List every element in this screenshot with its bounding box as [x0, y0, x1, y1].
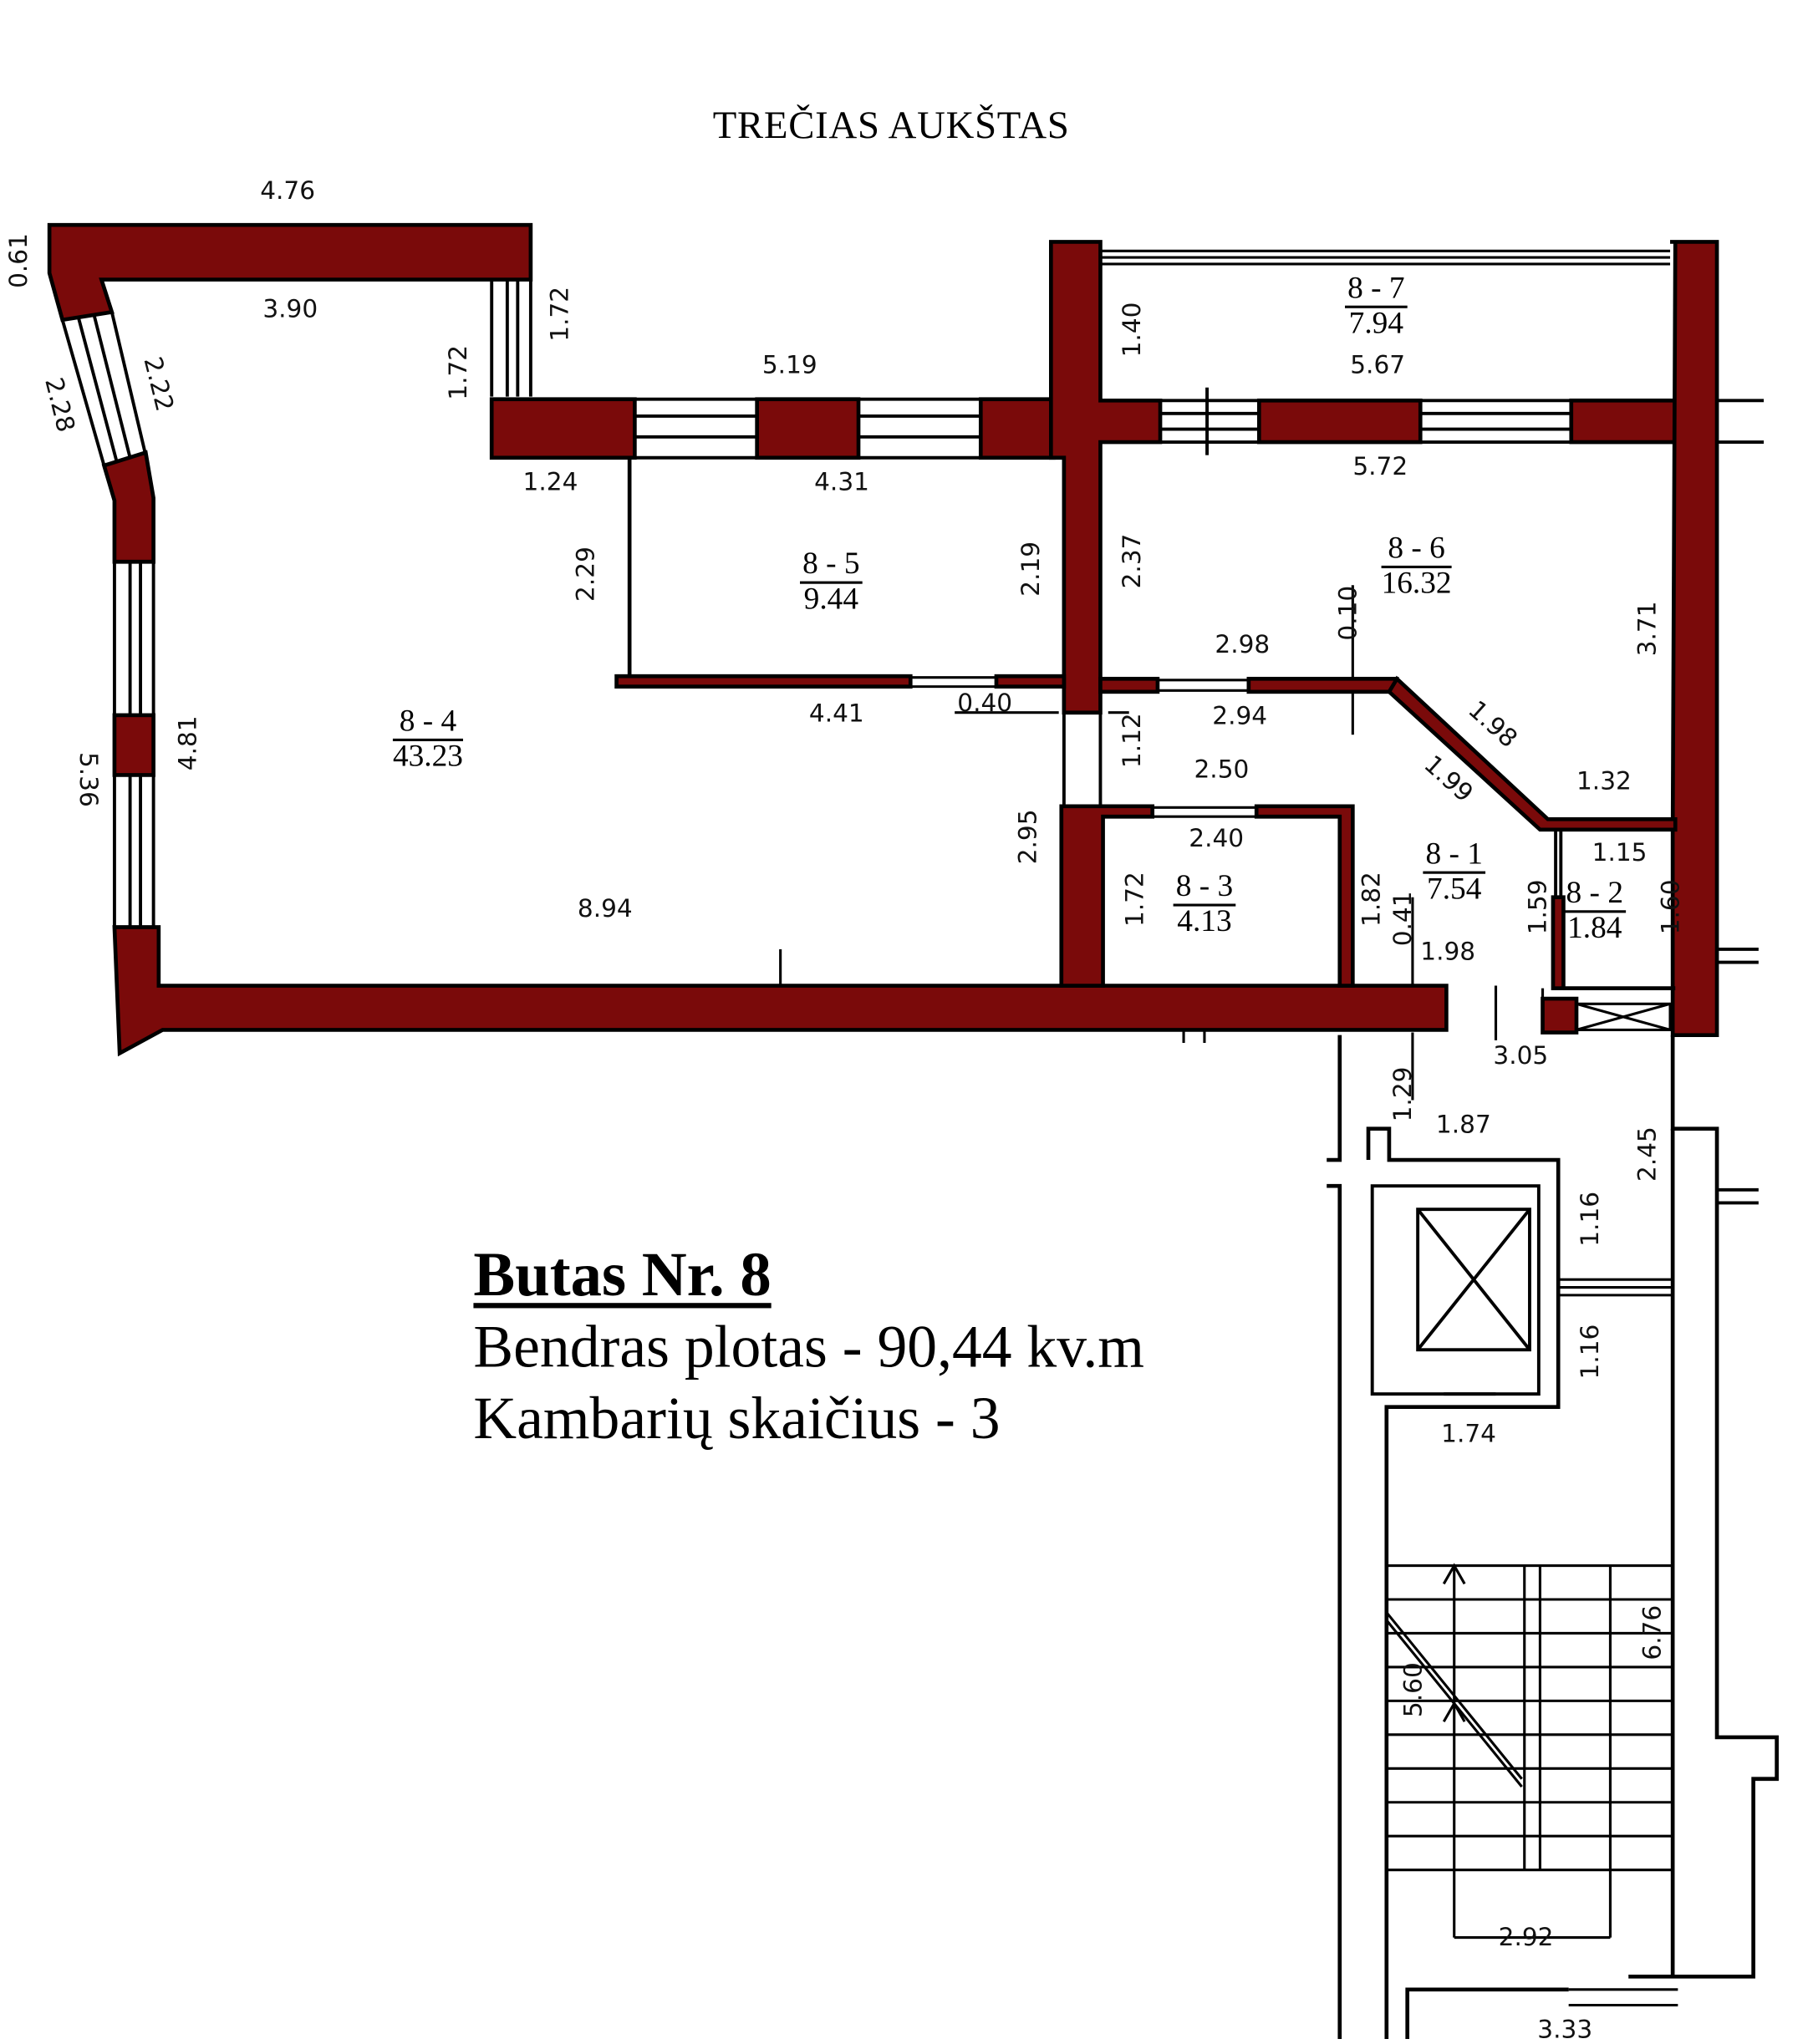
wall-room-8-3-right	[1254, 804, 1355, 988]
rooms-count: Kambarių skaičius - 3	[473, 1385, 1001, 1452]
dimension-label: 2.40	[1189, 824, 1245, 853]
dimension-label: 1.72	[444, 344, 473, 400]
dimension-label: 1.98	[1420, 937, 1476, 967]
wall-8-6-bottom-a	[1098, 676, 1160, 694]
window-room-8-6-b	[1420, 399, 1571, 445]
dimension-label: 1.24	[522, 468, 578, 497]
dimension-label: 1.40	[1118, 302, 1147, 358]
room-label-8-4: 8 - 4 43.23	[392, 704, 463, 775]
dimension-label: 2.19	[1016, 541, 1046, 597]
staircase	[1385, 1563, 1673, 1940]
room-label-8-2: 8 - 2 1.84	[1563, 877, 1627, 946]
room-label-8-5: 8 - 5 9.44	[800, 548, 863, 618]
ventilation-shaft-icon	[1575, 1002, 1672, 1031]
dimension-label: 4.41	[808, 699, 864, 729]
window-left-lower	[112, 775, 155, 928]
dimension-label: 3.05	[1493, 1041, 1549, 1070]
dimension-label: 2.92	[1498, 1923, 1554, 1952]
room-label-8-1: 8 - 1 7.54	[1423, 838, 1486, 908]
dimension-label: 1.87	[1435, 1110, 1491, 1140]
dimension-label: 4.81	[173, 715, 203, 771]
dimension-label: 2.95	[1014, 809, 1043, 865]
room-label-8-7: 8 - 7 7.94	[1345, 272, 1408, 342]
window-room-8-5-a	[634, 397, 757, 460]
dimension-label: 1.29	[1388, 1066, 1418, 1122]
wall-bottom	[112, 925, 1449, 1057]
dimension-label: 4.31	[814, 468, 869, 497]
dimension-label: 1.12	[1118, 713, 1147, 769]
dimension-label: 5.72	[1352, 452, 1408, 481]
window-left-upper	[112, 562, 155, 715]
dimension-label: 8.94	[577, 894, 633, 923]
dimension-label: 2.37	[1118, 533, 1147, 589]
dimension-label: 1.74	[1441, 1420, 1497, 1449]
exterior-ticks	[1717, 399, 1765, 1205]
room-label-8-6: 8 - 6 16.32	[1381, 531, 1452, 602]
dimension-label: 1.16	[1576, 1324, 1605, 1380]
dimension-label: 3.33	[1537, 2015, 1593, 2044]
dimension-label: 2.94	[1212, 702, 1268, 731]
balcony-railing	[1100, 249, 1671, 266]
dimension-arrows	[779, 585, 1498, 1101]
wall-entrance-right	[1541, 996, 1579, 1035]
room-label-8-3: 8 - 3 4.13	[1173, 871, 1236, 940]
dimension-label: 1.72	[1120, 872, 1150, 927]
dimension-label: 1.32	[1576, 767, 1632, 796]
wall-central-vertical	[1048, 240, 1163, 715]
floor-title: TREČIAS AUKŠTAS	[712, 104, 1070, 147]
dimension-label: 1.15	[1592, 838, 1648, 867]
elevator	[1370, 1184, 1541, 1396]
wall-mid-4	[1256, 398, 1423, 445]
stairwell	[1327, 1035, 1779, 2039]
dimension-label: 2.45	[1632, 1126, 1663, 1182]
dimension-label: 3.90	[262, 295, 318, 324]
window-room-8-6-a	[1160, 387, 1260, 455]
dimension-label: 5.19	[761, 351, 817, 380]
dimension-label: 1.60	[1656, 879, 1686, 935]
wall-mid-1	[489, 397, 637, 460]
dimension-label: 2.29	[572, 547, 601, 602]
apartment-info: Butas Nr. 8 Bendras plotas - 90,44 kv.m …	[473, 1239, 1144, 1455]
dimension-label: 5.60	[1398, 1662, 1429, 1718]
wall-top-left	[47, 222, 533, 323]
dimension-label: 0.41	[1388, 891, 1418, 947]
dimension-label: 5.67	[1350, 351, 1406, 380]
window-top-right-of-living	[490, 279, 532, 397]
window-angled	[60, 312, 148, 466]
dimension-label: 4.76	[260, 176, 316, 206]
wall-8-6-bottom-b	[1246, 676, 1399, 694]
total-area: Bendras plotas - 90,44 kv.m	[473, 1313, 1144, 1380]
dimension-label: 1.16	[1576, 1191, 1605, 1247]
dimension-label: 3.71	[1632, 601, 1663, 657]
wall-left-pier	[112, 713, 155, 777]
dimension-label: 0.40	[957, 689, 1013, 718]
dimension-label: 5.36	[74, 751, 103, 807]
dimension-label: 2.98	[1215, 630, 1271, 659]
dimension-label: 1.59	[1524, 879, 1553, 935]
wall-8-5-bottom-a	[614, 674, 913, 689]
stairwell-window	[1558, 1278, 1673, 1297]
dimension-label: 2.50	[1194, 755, 1250, 785]
dimension-label: 6.76	[1638, 1604, 1668, 1660]
stairwell-bottom-window	[1568, 1988, 1678, 2007]
wall-mid-2	[755, 397, 861, 460]
wall-mid-3	[978, 397, 1056, 460]
dimension-label: 1.82	[1357, 872, 1387, 927]
wall-8-5-bottom-b	[994, 674, 1067, 689]
wall-mid-5	[1569, 398, 1678, 445]
dimension-label: 1.72	[546, 286, 575, 342]
dimension-label: 0.61	[4, 233, 33, 288]
wall-8-2-left	[1551, 895, 1566, 990]
window-room-8-5-b	[858, 397, 981, 460]
wall-diagonal	[1386, 675, 1678, 832]
wall-left-segment-1	[101, 450, 155, 564]
dimension-label: 0.10	[1334, 585, 1363, 641]
apartment-heading: Butas Nr. 8	[473, 1240, 772, 1309]
